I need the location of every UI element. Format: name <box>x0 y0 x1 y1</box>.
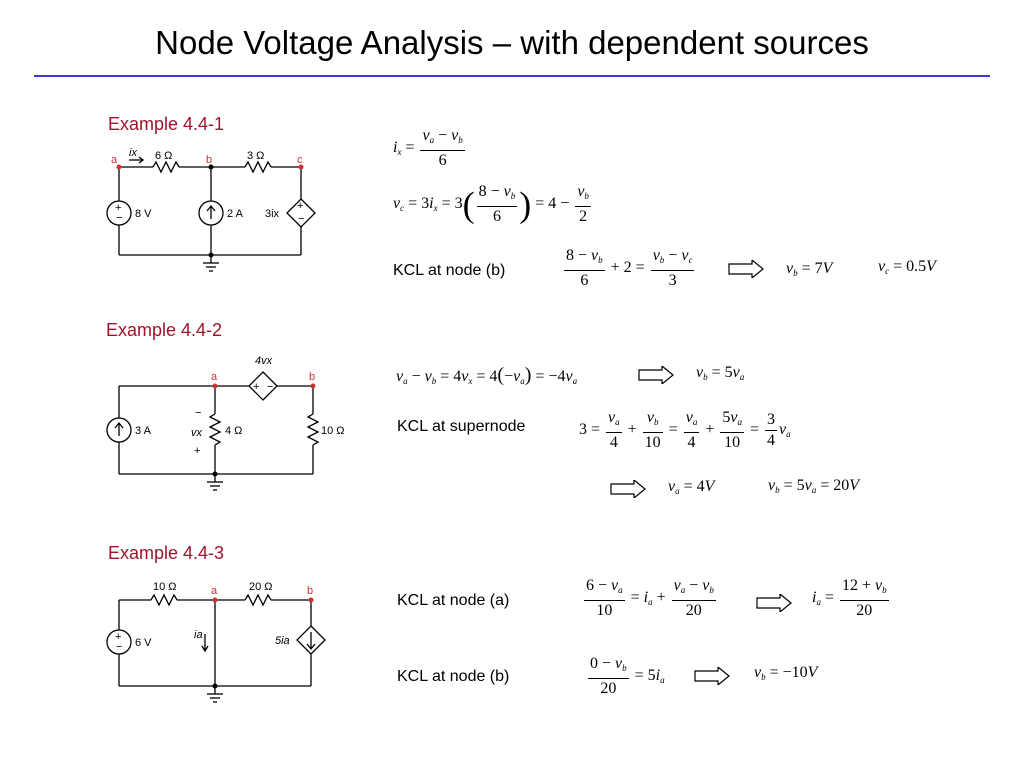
svg-text:−: − <box>298 213 304 225</box>
vsrc-label: 8 V <box>135 208 152 220</box>
r1-label: 10 Ω <box>153 581 177 593</box>
current-ia-label: ia <box>194 629 203 641</box>
isrc-label: 3 A <box>135 425 152 437</box>
svg-text:−: − <box>267 381 273 393</box>
dep-src-label: 5ia <box>275 635 290 647</box>
implies-arrow-icon <box>610 480 646 498</box>
r1-label: 4 Ω <box>225 425 242 437</box>
eq-va-4v: va = 4V <box>668 478 715 496</box>
r1-label: 6 Ω <box>155 150 172 162</box>
vsrc-label: 6 V <box>135 637 152 649</box>
implies-arrow-icon <box>638 366 674 384</box>
kcl-supernode-label: KCL at supernode <box>397 418 526 435</box>
node-b-label: b <box>307 585 313 597</box>
eq-vb-20v: vb = 5va = 20V <box>768 477 860 495</box>
isrc-label: 2 A <box>227 208 244 220</box>
svg-text:+: + <box>115 631 121 643</box>
kcl-node-a-label: KCL at node (a) <box>397 592 510 609</box>
r2-label: 10 Ω <box>321 425 345 437</box>
svg-text:+: + <box>297 200 303 212</box>
example-1-label: Example 4.4-1 <box>108 114 225 134</box>
implies-arrow-icon <box>694 667 730 685</box>
example-1-circuit: a b c 6 Ω 3 Ω 8 V 2 A 3ix ix + − + − <box>105 145 325 280</box>
current-ix-label: ix <box>129 147 137 159</box>
node-b-label: b <box>206 154 212 166</box>
svg-text:−: − <box>195 407 201 419</box>
title-divider <box>34 75 990 77</box>
node-c-label: c <box>297 154 303 166</box>
eq-vb-neg10v: vb = −10V <box>754 664 818 682</box>
page-title: Node Voltage Analysis – with dependent s… <box>155 24 869 61</box>
example-2-circuit: a b 4vx 3 A 4 Ω 10 Ω vx − + + − <box>105 350 355 505</box>
dep-src-label: 4vx <box>255 355 273 367</box>
eq-vb-5va: vb = 5va <box>696 364 745 382</box>
implies-arrow-icon <box>728 260 764 278</box>
eq-vb-7v: vb = 7V <box>786 260 833 278</box>
vx-label: vx <box>191 427 203 439</box>
r2-label: 3 Ω <box>247 150 264 162</box>
r2-label: 20 Ω <box>249 581 273 593</box>
example-3-label: Example 4.4-3 <box>108 543 225 563</box>
node-a-label: a <box>111 154 118 166</box>
eq-va-vb-4vx: va − vb = 4vx = 4(−va) = −4va <box>396 364 578 386</box>
node-a-label: a <box>211 371 218 383</box>
svg-text:−: − <box>116 212 122 224</box>
svg-text:−: − <box>116 641 122 653</box>
svg-text:+: + <box>194 445 200 457</box>
kcl-node-b-label-ex1: KCL at node (b) <box>393 262 506 279</box>
eq-vc-0-5v: vc = 0.5V <box>878 258 936 276</box>
kcl-node-b-label-ex3: KCL at node (b) <box>397 668 510 685</box>
svg-text:+: + <box>253 381 259 393</box>
svg-text:+: + <box>115 202 121 214</box>
example-2-label: Example 4.4-2 <box>106 320 223 340</box>
example-3-circuit: a b 10 Ω 20 Ω 6 V 5ia ia + − <box>105 574 335 719</box>
dep-src-label: 3ix <box>265 208 280 220</box>
node-a-label: a <box>211 585 218 597</box>
implies-arrow-icon <box>756 594 792 612</box>
node-b-label: b <box>309 371 315 383</box>
